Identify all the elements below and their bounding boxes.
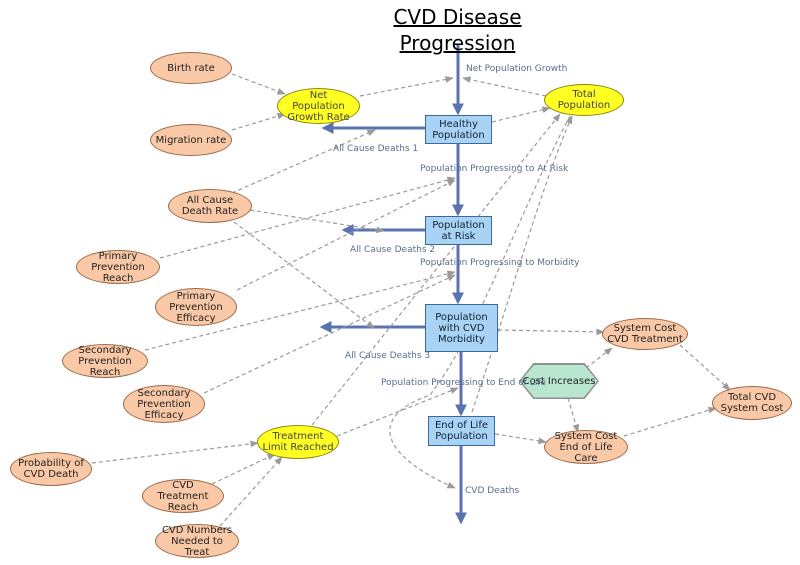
flow-label-all-cause-deaths-2: All Cause Deaths 2 [350,245,436,255]
link-probability-to-limit [91,440,259,464]
link-cost-treatment-to-total [679,344,731,391]
link-birth-to-growth-rate [231,73,286,95]
stock-label: Healthy Population [432,118,485,141]
var-probability-of-cvd-death[interactable]: Probability of CVD Death [10,452,92,486]
var-migration-rate[interactable]: Migration rate [150,124,232,156]
var-label: Migration rate [155,134,227,146]
stock-population-at-risk[interactable]: Population at Risk [425,216,492,245]
link-cost-end-of-life-to-total [623,406,717,437]
link-death-rate-to-deaths3 [233,221,375,329]
link-death-rate-to-deaths2 [249,209,385,234]
var-system-cost-cvd-treatment[interactable]: System Cost CVD Treatment [602,318,688,350]
stock-healthy-population[interactable]: Healthy Population [425,115,492,144]
var-cvd-treatment-reach[interactable]: CVD Treatment Reach [142,479,224,513]
var-primary-prevention-efficacy[interactable]: Primary Prevention Efficacy [155,288,237,326]
page-title: CVD Disease Progression [360,4,555,56]
link-total-to-flow [462,76,547,97]
link-secondary-reach-to-flow [144,270,456,351]
stock-population-with-cvd-morbidity[interactable]: Population with CVD Morbidity [425,304,498,352]
flow-label-net-population-growth: Net Population Growth [466,64,568,74]
var-label: Secondary Prevention Reach [78,344,132,378]
stock-label: Population at Risk [432,219,485,242]
var-label: Net Population Growth Rate [287,89,350,123]
stock-end-of-life-population[interactable]: End of Life Population [428,416,495,446]
link-morbidity-to-cost-treatment [497,328,605,336]
var-label: System Cost End of Life Care [554,430,618,464]
flow-label-all-cause-deaths-3: All Cause Deaths 3 [345,351,431,361]
link-total-to-cvd-deaths [389,115,571,489]
var-label: CVD Numbers Needed to Treat [161,524,233,558]
var-cvd-numbers-needed-to-treat[interactable]: CVD Numbers Needed to Treat [155,524,239,558]
link-treatment-reach-to-limit [211,453,276,485]
var-label: All Cause Death Rate [181,195,239,217]
var-label: Primary Prevention Reach [91,250,145,284]
link-primary-efficacy-to-flow [236,179,456,291]
var-treatment-limit-reached[interactable]: Treatment Limit Reached [257,425,339,459]
var-birth-rate[interactable]: Birth rate [150,52,232,84]
var-net-population-growth-rate[interactable]: Net Population Growth Rate [277,88,360,124]
link-limit-to-flow [336,387,459,437]
link-numbers-needed-to-limit [219,456,283,527]
var-secondary-prevention-reach[interactable]: Secondary Prevention Reach [62,344,148,378]
var-label: Birth rate [167,62,215,74]
flow-label-all-cause-deaths-1: All Cause Deaths 1 [333,144,419,154]
flow-label-to-end-of-life: Population Progressing to End of Life [381,378,546,388]
link-healthy-to-total [491,106,551,123]
var-label: Probability of CVD Death [18,458,84,480]
link-cost-increases-to-treatment [585,347,613,369]
link-end-to-total [471,115,573,413]
var-total-population[interactable]: Total Population [544,84,624,116]
link-limit-to-total [311,113,561,426]
title-line-1: CVD Disease [393,5,522,29]
flow-label-to-morbidity: Population Progressing to Morbidity [420,258,580,268]
stock-label: End of Life Population [434,420,489,442]
var-label: Total Population [557,89,611,111]
var-secondary-prevention-efficacy[interactable]: Secondary Prevention Efficacy [123,385,205,423]
var-label: Treatment Limit Reached [262,431,334,453]
var-label: CVD Treatment Reach [157,479,209,513]
var-cost-increases[interactable]: Cost Increases [519,363,599,399]
var-primary-prevention-reach[interactable]: Primary Prevention Reach [76,250,160,284]
flow-label-to-at-risk: Population Progressing to At Risk [420,164,569,174]
stock-label: Population with CVD Morbidity [435,311,488,345]
link-arrows [91,73,731,527]
var-label: Secondary Prevention Efficacy [137,387,191,421]
link-migration-to-growth-rate [231,112,286,131]
var-system-cost-end-of-life-care[interactable]: System Cost End of Life Care [544,430,628,464]
var-label: Total CVD System Cost [720,392,784,414]
flow-label-cvd-deaths: CVD Deaths [465,486,520,496]
var-label: Cost Increases [522,375,596,387]
link-death-rate-to-deaths1 [231,129,376,194]
link-end-of-life-to-cost [494,433,547,445]
link-primary-reach-to-flow [159,176,456,259]
var-all-cause-death-rate[interactable]: All Cause Death Rate [168,189,252,223]
var-label: System Cost CVD Treatment [607,323,683,345]
var-total-cvd-system-cost[interactable]: Total CVD System Cost [712,386,792,420]
link-growth-rate-to-flow [359,76,454,97]
link-cost-increases-to-end-of-life [567,397,580,433]
var-label: Primary Prevention Efficacy [169,290,223,324]
link-secondary-efficacy-to-flow [203,274,456,394]
title-line-2: Progression [399,31,516,55]
